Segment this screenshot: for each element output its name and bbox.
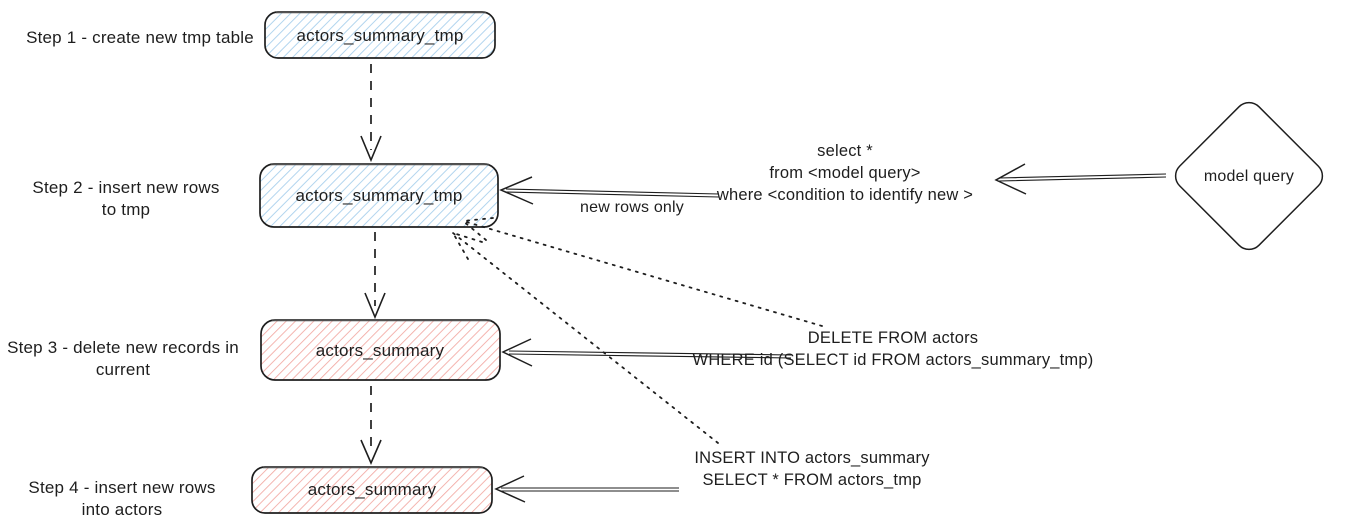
arrow-step3-to-step4 xyxy=(360,386,382,466)
step-2-label: Step 2 - insert new rows to tmp xyxy=(32,178,220,220)
node-label-actors-summary-tmp-2: actors_summary_tmp xyxy=(295,186,463,205)
new-rows-only-label: new rows only xyxy=(580,199,684,216)
step-1-label: Step 1 - create new tmp table xyxy=(26,28,254,47)
arrow-model-query-to-select-sql xyxy=(994,163,1167,195)
node-model-query xyxy=(1174,101,1324,251)
step-3-label: Step 3 - delete new records in current xyxy=(7,338,239,380)
node-label-actors-summary-tmp-1: actors_summary_tmp xyxy=(296,26,464,45)
dotted-link-insert-sql-to-tmp xyxy=(452,232,719,444)
dotted-link-delete-sql-to-tmp xyxy=(462,217,823,327)
arrow-select-sql-to-tmp xyxy=(499,176,720,205)
select-sql-text: select * from <model query> where <condi… xyxy=(716,142,974,204)
arrow-step2-to-step3 xyxy=(364,232,386,320)
arrow-insert-sql-to-actors-summary xyxy=(494,475,679,503)
step-4-label: Step 4 - insert new rows into actors xyxy=(28,478,216,520)
node-label-actors-summary-1: actors_summary xyxy=(315,341,445,360)
node-label-actors-summary-2: actors_summary xyxy=(307,480,437,499)
insert-sql-text: INSERT INTO actors_summary SELECT * FROM… xyxy=(694,449,930,489)
arrow-delete-sql-to-actors-summary xyxy=(501,338,792,367)
model-query-label: model query xyxy=(1203,168,1295,185)
sketch-top-edges xyxy=(263,11,491,469)
arrow-step1-to-step2 xyxy=(360,64,382,163)
delete-sql-text: DELETE FROM actors WHERE id (SELECT id F… xyxy=(692,329,1094,369)
